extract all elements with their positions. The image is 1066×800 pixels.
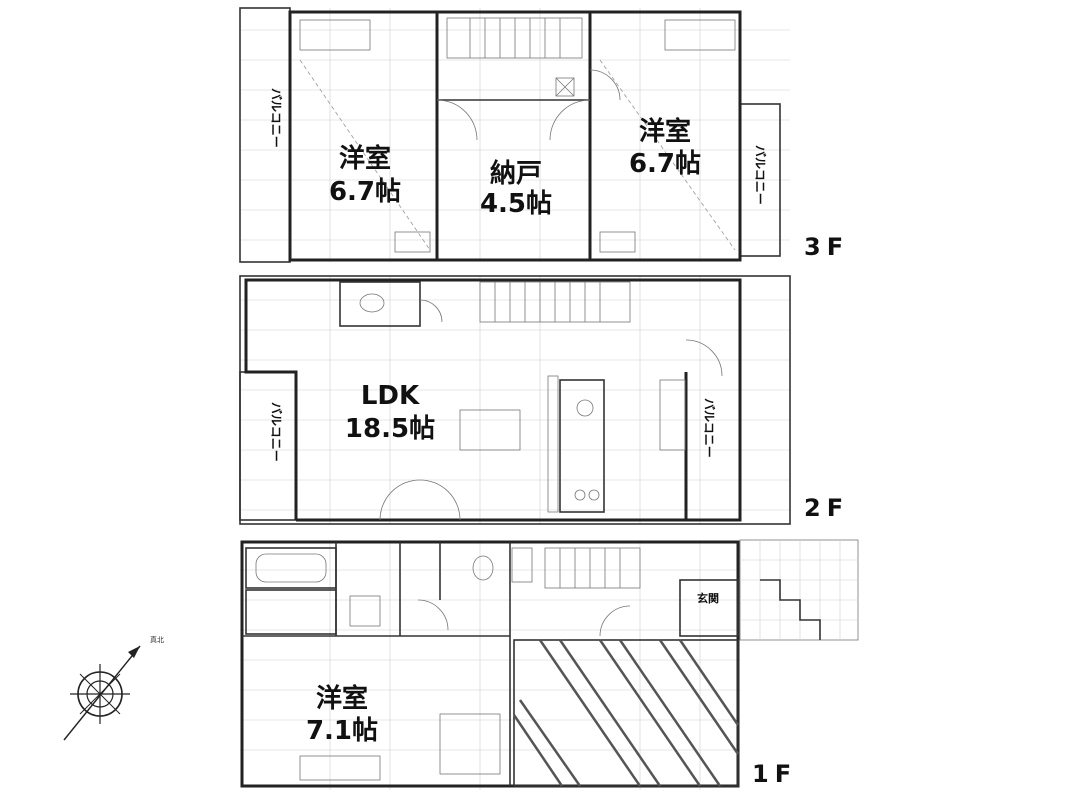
stairs-3f xyxy=(446,17,583,97)
floor-3f: 洋室 6.7帖 納戸 4.5帖 洋室 6.7帖 バルコニー バルコニー 3F xyxy=(239,7,849,263)
room-2f-ldk-size: 18.5帖 xyxy=(345,414,435,444)
room-3f-east-name: 洋室 xyxy=(639,116,691,147)
room-3f-east-size: 6.7帖 xyxy=(629,149,701,179)
room-2f-ldk-name: LDK xyxy=(361,381,420,411)
stairs-2f xyxy=(479,281,631,323)
stairs-1f xyxy=(511,547,641,589)
garage-hatch xyxy=(512,639,740,787)
entrance-label: 玄関 xyxy=(697,591,719,605)
floor-1f: 洋室 7.1帖 玄関 1F xyxy=(240,539,859,790)
balcony-3f-east: バルコニー xyxy=(753,145,767,205)
floor-2f: LDK 18.5帖 バルコニー バルコニー 2F xyxy=(239,275,849,525)
room-3f-west-name: 洋室 xyxy=(339,143,391,174)
balcony-2f-east: バルコニー xyxy=(702,398,716,458)
floor-label-3f: 3F xyxy=(804,233,849,261)
floor-label-1f: 1F xyxy=(752,760,797,788)
grid-3f xyxy=(240,8,790,262)
compass: 真北 xyxy=(63,635,164,741)
room-3f-west-size: 6.7帖 xyxy=(329,177,401,207)
grid-1f xyxy=(240,540,740,790)
room-3f-storage-size: 4.5帖 xyxy=(480,189,552,219)
room-3f-storage-name: 納戸 xyxy=(490,158,542,189)
floor-label-2f: 2F xyxy=(804,494,849,522)
room-1f-size: 7.1帖 xyxy=(306,716,378,746)
balcony-2f-west: バルコニー xyxy=(269,402,283,462)
north-arrow-icon xyxy=(63,645,141,741)
balcony-3f-west: バルコニー xyxy=(269,88,283,148)
compass-label: 真北 xyxy=(150,635,164,644)
entrance-steps xyxy=(739,539,859,641)
room-1f-name: 洋室 xyxy=(316,683,368,714)
